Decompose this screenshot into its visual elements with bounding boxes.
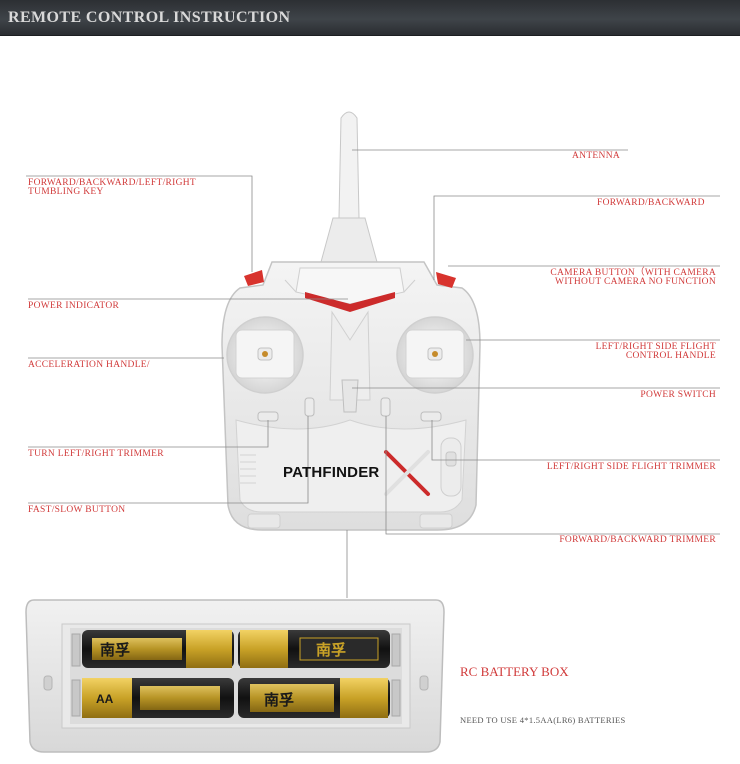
turn-trimmer[interactable] [257,411,279,422]
battery-box [25,599,445,753]
label-power-indicator: POWER INDICATOR [28,301,120,311]
page-title: REMOTE CONTROL INSTRUCTION [8,9,291,26]
label-acceleration-handle: ACCELERATION HANDLE/ [28,360,150,370]
label-antenna: ANTENNA [572,151,621,161]
battery-brand-text: 南孚 [264,691,294,709]
label-tumbling-key-line1: FORWARD/BACKWARD/LEFT/RIGHT [28,178,197,188]
label-camera-button-line1: CAMERA BUTTON（WITH CAMERA [550,268,716,278]
header-bar: REMOTE CONTROL INSTRUCTION [0,0,740,36]
battery-brand-text: 南孚 [316,641,346,659]
label-tumbling-key-line2: TUMBLING KEY [28,187,104,197]
antenna [320,111,378,263]
label-forward-backward-trimmer: FORWARD/BACKWARD TRIMMER [559,535,716,545]
label-turn-trimmer: TURN LEFT/RIGHT TRIMMER [28,449,164,459]
power-switch [341,379,359,413]
battery-box-title: RC BATTERY BOX [460,664,569,679]
pathfinder-x-mark [384,450,430,496]
battery-cell: 南孚 [238,630,390,668]
controller-brand: PATHFINDER [283,464,380,481]
fast-slow-button[interactable] [304,397,315,417]
tumbling-key-button[interactable] [244,270,264,286]
label-side-flight-handle-line1: LEFT/RIGHT SIDE FLIGHT [595,342,716,352]
power-indicator-light [305,292,395,312]
leader-lines [26,149,720,598]
label-fast-slow-button: FAST/SLOW BUTTON [28,505,126,515]
forward-backward-trimmer[interactable] [380,397,391,417]
label-side-flight-handle-line2: CONTROL HANDLE [625,351,716,361]
label-side-flight-trimmer: LEFT/RIGHT SIDE FLIGHT TRIMMER [546,462,716,472]
label-camera-button-line2: WITHOUT CAMERA NO FUNCTION [555,277,716,287]
battery-cell: 南孚 [238,678,390,718]
battery-size-text: AA [96,692,114,706]
battery-cell: AA [82,678,234,718]
label-power-switch: POWER SWITCH [640,390,716,400]
camera-button[interactable] [436,272,456,288]
controller-body [221,261,481,531]
acceleration-handle[interactable] [226,316,304,394]
side-flight-trimmer[interactable] [420,411,442,422]
label-forward-backward: FORWARD/BACKWARD [597,198,705,208]
side-flight-control-handle[interactable] [396,316,474,394]
battery-brand-text: 南孚 [100,641,130,659]
battery-box-note: NEED TO USE 4*1.5AA(LR6) BATTERIES [460,715,626,725]
battery-cell: 南孚 [82,630,234,668]
